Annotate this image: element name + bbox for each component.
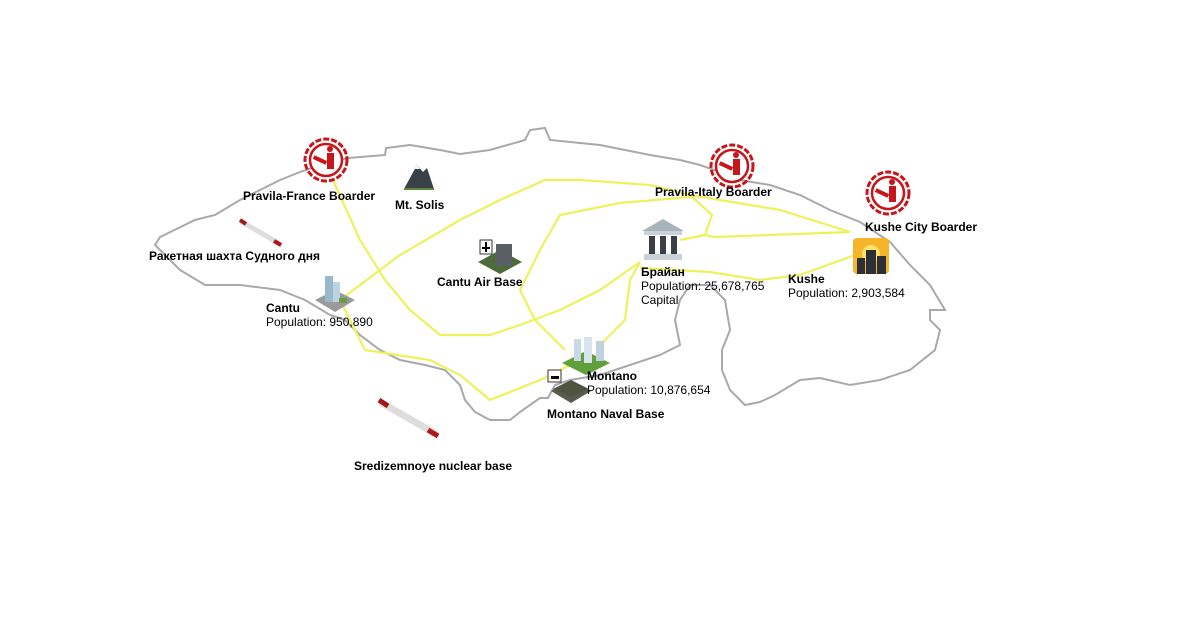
city-icon[interactable] — [560, 335, 612, 375]
label-montano-naval-base: Montano Naval Base — [547, 407, 665, 421]
air-base-icon[interactable] — [476, 236, 524, 276]
roads — [331, 178, 856, 402]
border-guard-icon[interactable] — [865, 170, 911, 216]
city-icon[interactable] — [313, 272, 355, 314]
border-guard-icon[interactable] — [709, 143, 755, 189]
coastline — [153, 126, 947, 421]
label-pravila-france: Pravila-France Boarder — [243, 189, 376, 203]
label-pravila-italy: Pravila-Italy Boarder — [655, 185, 772, 199]
label-kushe-city-border: Kushe City Boarder — [865, 220, 978, 234]
border-guard-icon[interactable] — [303, 137, 349, 183]
label-mt-solis: Mt. Solis — [395, 198, 445, 212]
label-missile-silo: Ракетная шахта Судного дня — [149, 249, 321, 263]
naval-base-icon[interactable] — [547, 369, 593, 407]
label-cantu-air-base: Cantu Air Base — [437, 275, 523, 289]
missile-icon[interactable] — [376, 397, 440, 439]
missile-icon[interactable] — [238, 218, 284, 248]
city-sunset-icon[interactable] — [853, 238, 889, 274]
mountain-icon[interactable] — [403, 162, 435, 190]
label-sredizemnoye: Sredizemnoye nuclear base — [354, 459, 513, 473]
capitol-icon[interactable] — [640, 217, 686, 263]
